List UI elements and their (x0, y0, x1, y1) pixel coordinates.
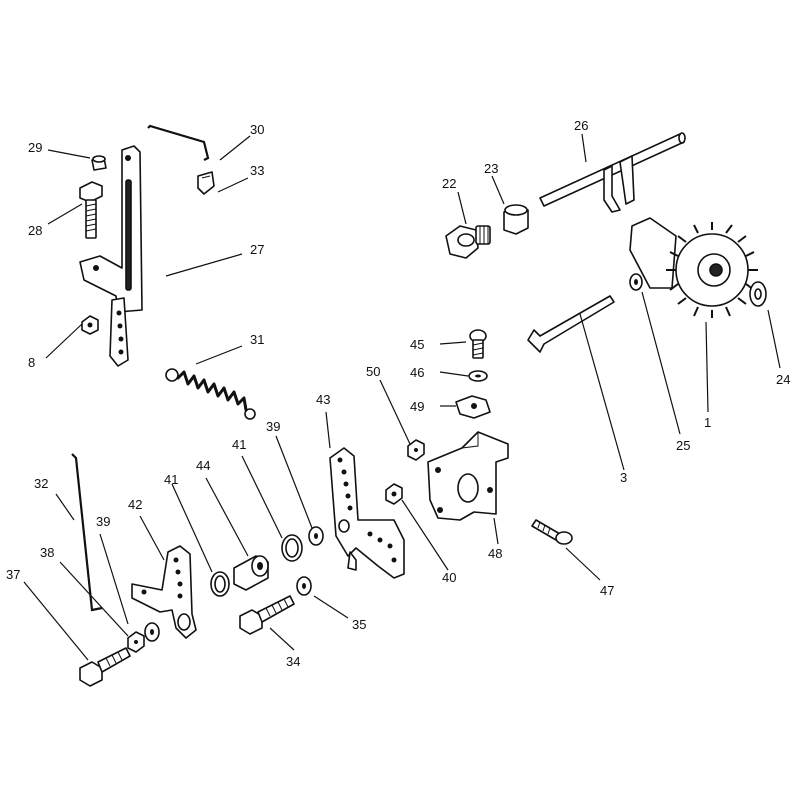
part-1-gear (629, 217, 758, 318)
part-27-lever-plate (79, 145, 143, 367)
part-22-plug (445, 225, 491, 259)
part-25-washer (629, 273, 643, 291)
part-39-washer-lower (144, 622, 160, 642)
label-35: 35 (352, 617, 366, 632)
part-26-shaft (539, 132, 686, 213)
part-38-nut (127, 631, 145, 653)
label-40: 40 (442, 570, 456, 585)
part-28-bolt (79, 181, 103, 239)
label-24: 24 (776, 372, 790, 387)
part-30-rod (147, 124, 210, 161)
part-41-ring-upper (281, 534, 303, 562)
part-31-spring (165, 368, 256, 420)
part-44-bushing (233, 555, 269, 591)
part-46-lock-washer (468, 370, 488, 382)
label-32: 32 (34, 476, 48, 491)
part-49-clip-nut (455, 395, 491, 419)
label-33: 33 (250, 163, 264, 178)
part-37-bolt (79, 647, 131, 687)
label-50: 50 (366, 364, 380, 379)
label-46: 46 (410, 365, 424, 380)
label-42: 42 (128, 497, 142, 512)
label-44: 44 (196, 458, 210, 473)
part-3-pin (527, 295, 615, 353)
label-45: 45 (410, 337, 424, 352)
part-23-bushing (503, 204, 529, 235)
part-43-lever (329, 447, 405, 579)
part-50-nut (407, 439, 425, 461)
label-43: 43 (316, 392, 330, 407)
label-25: 25 (676, 438, 690, 453)
part-29-cap (91, 155, 107, 171)
label-3: 3 (620, 470, 627, 485)
part-32-rod (71, 453, 103, 612)
leader-lines (23, 133, 781, 661)
part-24-washer (749, 281, 767, 307)
label-23: 23 (484, 161, 498, 176)
label-38: 38 (40, 545, 54, 560)
part-33-clip (197, 171, 215, 195)
label-1: 1 (704, 415, 711, 430)
label-30: 30 (250, 122, 264, 137)
label-26: 26 (574, 118, 588, 133)
part-47-screw (531, 519, 573, 545)
label-28: 28 (28, 223, 42, 238)
part-39-washer-upper (308, 526, 324, 546)
label-48: 48 (488, 546, 502, 561)
label-27: 27 (250, 242, 264, 257)
label-41b: 41 (164, 472, 178, 487)
part-35-washer (296, 576, 312, 596)
label-39b: 39 (96, 514, 110, 529)
label-34: 34 (286, 654, 300, 669)
label-37: 37 (6, 567, 20, 582)
label-41a: 41 (232, 437, 246, 452)
part-41-ring-lower (210, 571, 230, 597)
label-29: 29 (28, 140, 42, 155)
part-labels: 29 28 8 30 33 27 31 22 23 26 24 1 25 3 4… (6, 118, 790, 669)
part-8-nut (81, 315, 99, 335)
part-40-nut (385, 483, 403, 505)
part-45-screw (469, 329, 487, 359)
label-22: 22 (442, 176, 456, 191)
label-47: 47 (600, 583, 614, 598)
label-8: 8 (28, 355, 35, 370)
label-49: 49 (410, 399, 424, 414)
label-39a: 39 (266, 419, 280, 434)
label-31: 31 (250, 332, 264, 347)
part-34-bolt (239, 595, 295, 635)
part-42-lever (131, 545, 197, 639)
part-48-bracket (427, 431, 509, 521)
